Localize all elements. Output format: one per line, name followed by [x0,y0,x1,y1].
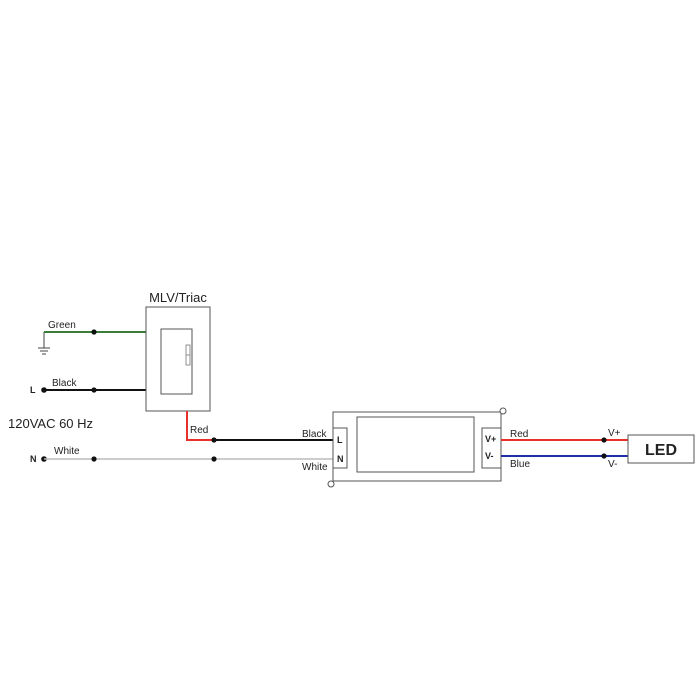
driver-input-terminal-block [332,427,348,469]
dimmer-title: MLV/Triac [149,290,207,305]
ground-symbol-icon [38,332,50,355]
line-terminal-label: L [30,385,36,395]
source-voltage-label: 120VAC 60 Hz [8,416,93,431]
junction-dot [211,437,217,443]
neutral-terminal-label: N [30,454,37,464]
white-wire-label: White [54,446,80,457]
junction-dot [601,453,607,459]
junction-dot [601,437,607,443]
driver-terminal-vneg: V- [485,451,494,461]
led-red-wire-label: Red [510,429,528,440]
driver-output-terminal-block [481,427,502,469]
led-driver [327,407,507,488]
led-label: LED [645,442,677,459]
driver-terminal-vpos: V+ [485,434,496,444]
red-dimmer-output-wire [186,411,214,441]
led-vpos-label: V+ [608,428,621,439]
led-blue-wire-label: Blue [510,459,530,470]
driver-white-wire-label: White [302,462,328,473]
driver-black-wire-label: Black [302,429,327,440]
driver-terminal-n: N [337,454,344,464]
led-load-box [627,434,695,464]
mounting-hole [499,407,507,415]
junction-dot [91,387,97,393]
black-wire-label: Black [52,378,77,389]
junction-dot [91,329,97,335]
mounting-hole [327,480,335,488]
driver-label-area [356,416,475,473]
junction-dot [211,456,217,462]
red-wire-label: Red [190,425,208,436]
junction-dot [91,456,97,462]
green-wire-label: Green [48,320,76,331]
led-vneg-label: V- [608,459,617,470]
driver-terminal-l: L [337,435,343,445]
